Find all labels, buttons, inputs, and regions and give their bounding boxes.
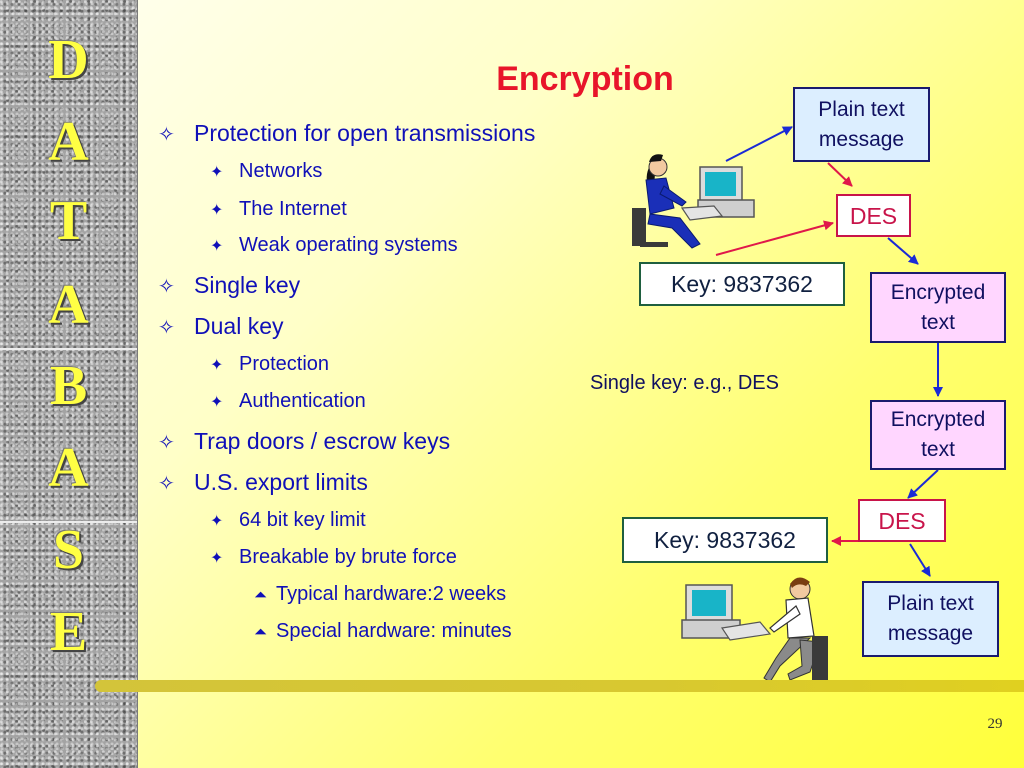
list-item: ✧ Trap doors / escrow keys [158, 428, 450, 455]
encrypted-text-box-top: Encrypted text [870, 272, 1006, 343]
arrow-des-to-encrypted [887, 237, 919, 265]
bullet-marker-icon: ✦ [210, 357, 224, 374]
box-line: message [887, 622, 974, 645]
footer-bar [95, 680, 1024, 692]
arrow-des-to-plaintext [909, 543, 931, 577]
bullet-marker-icon: ⏶ [254, 624, 267, 641]
bullet-text: The Internet [239, 198, 347, 220]
box-line: text [921, 438, 955, 461]
bullet-text: Networks [239, 160, 323, 182]
bullet-text: Single key [194, 272, 301, 298]
bullet-text: Special hardware: minutes [276, 620, 512, 642]
woman-at-computer-icon [632, 154, 755, 249]
bullet-text: Weak operating systems [239, 234, 458, 256]
slide-title: Encryption [496, 60, 674, 98]
box-line: text [921, 310, 955, 334]
bullet-marker-icon: ✧ [158, 432, 175, 454]
key-box-top: Key: 9837362 [639, 262, 845, 306]
sidebar-strip: D A T A B A S E [0, 0, 138, 768]
box-line: Encrypted [890, 408, 986, 431]
list-item: ⏶ Typical hardware:2 weeks [254, 583, 506, 606]
bullet-marker-icon: ✧ [158, 124, 175, 146]
bullet-text: 64 bit key limit [239, 509, 366, 531]
bullet-marker-icon: ✦ [210, 513, 224, 530]
list-item: ✦ The Internet [210, 198, 347, 221]
bullet-marker-icon: ✧ [158, 473, 175, 495]
list-item: ✦ Weak operating systems [210, 234, 458, 257]
list-item: ✦ 64 bit key limit [210, 509, 366, 532]
des-box-top: DES [836, 194, 911, 237]
plaintext-message-box-bottom: Plain text message [862, 581, 999, 657]
man-at-computer-icon [681, 577, 828, 683]
bullet-text: U.S. export limits [194, 469, 368, 495]
sidebar-letter: S [52, 519, 85, 581]
list-item: ✧ Protection for open transmissions [158, 120, 535, 147]
bullet-text: Protection [239, 353, 330, 375]
arrow-key-to-des [715, 220, 834, 256]
bullet-text: Trap doors / escrow keys [194, 428, 451, 454]
bullet-marker-icon: ✦ [210, 394, 224, 411]
encrypted-text-box-bottom: Encrypted text [870, 400, 1006, 470]
diagram-caption: Single key: e.g., DES [590, 372, 779, 394]
bullet-marker-icon: ✧ [158, 317, 175, 339]
arrow-plaintext-to-des [827, 162, 853, 187]
list-item: ✧ U.S. export limits [158, 469, 368, 496]
bullet-marker-icon: ⏶ [254, 587, 267, 604]
key-box-bottom: Key: 9837362 [622, 517, 828, 563]
box-line: Plain text [818, 97, 905, 121]
page-number: 29 [987, 716, 1003, 732]
list-item: ✦ Authentication [210, 390, 366, 413]
sidebar-letter: D [48, 29, 89, 91]
arrow-user-to-plaintext [725, 126, 793, 162]
sidebar-letter: A [48, 274, 89, 336]
list-item: ⏶ Special hardware: minutes [254, 620, 512, 643]
bullet-text: Dual key [194, 313, 284, 339]
list-item: ✦ Networks [210, 160, 322, 183]
strip-seam [0, 521, 137, 523]
strip-seam [0, 348, 137, 350]
bullet-marker-icon: ✧ [158, 276, 175, 298]
box-line: Plain text [887, 592, 974, 615]
sidebar-letter: B [49, 355, 88, 417]
box-line: Encrypted [890, 280, 986, 304]
des-box-bottom: DES [858, 499, 946, 542]
list-item: ✦ Protection [210, 353, 329, 376]
sidebar-letter: E [49, 601, 88, 663]
sidebar-letter: A [48, 111, 89, 173]
list-item: ✧ Dual key [158, 313, 283, 340]
sidebar-letter: T [49, 190, 88, 252]
list-item: ✦ Breakable by brute force [210, 546, 457, 569]
bullet-text: Typical hardware:2 weeks [276, 583, 507, 605]
list-item: ✧ Single key [158, 272, 300, 299]
bullet-marker-icon: ✦ [210, 238, 224, 255]
bullet-marker-icon: ✦ [210, 164, 224, 181]
bullet-marker-icon: ✦ [210, 202, 224, 219]
bullet-text: Breakable by brute force [239, 546, 457, 568]
arrow-encrypted-to-des [907, 469, 939, 499]
bullet-marker-icon: ✦ [210, 550, 224, 567]
bullet-text: Authentication [239, 390, 366, 412]
bullet-text: Protection for open transmissions [194, 120, 536, 146]
plaintext-message-box-top: Plain text message [793, 87, 930, 162]
sidebar-letter: A [48, 437, 89, 499]
box-line: message [818, 127, 905, 151]
